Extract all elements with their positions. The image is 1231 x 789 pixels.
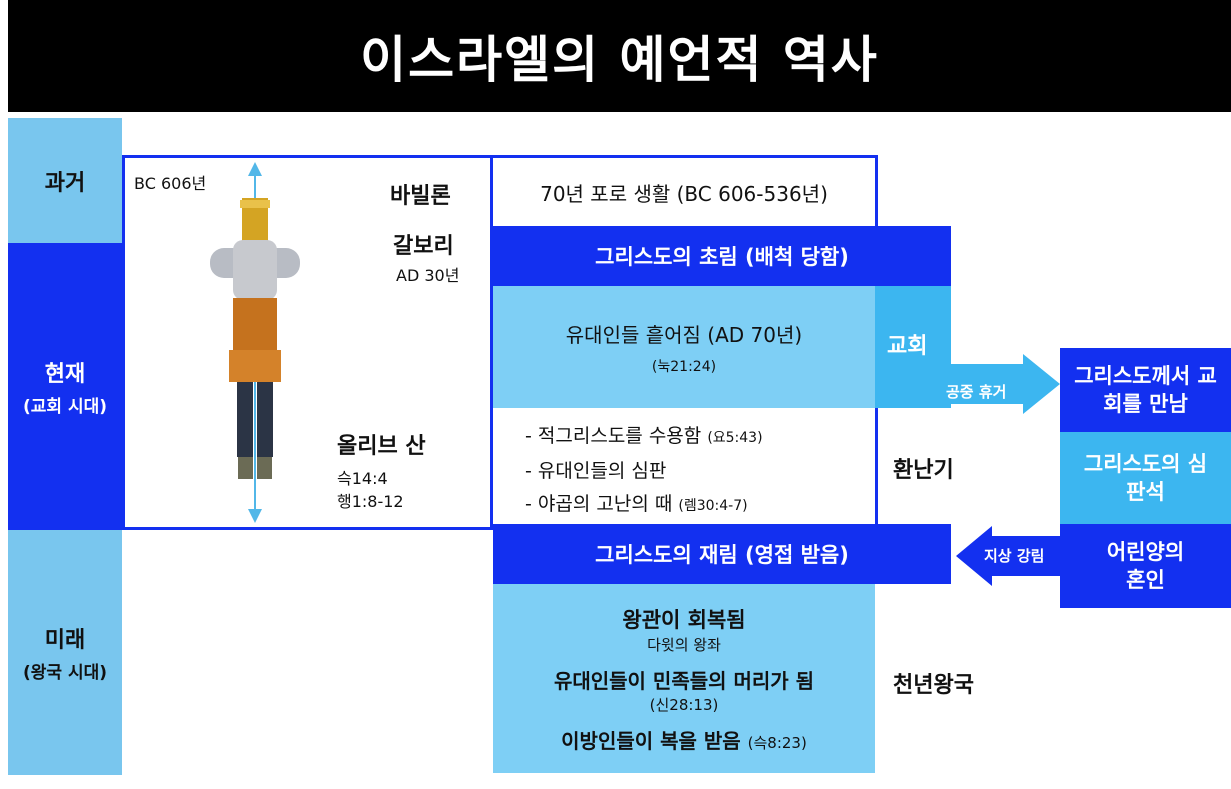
crown-sub: 다윗의 왕좌: [647, 635, 721, 654]
judgment-seat-block: 그리스도의 심판석: [1060, 432, 1231, 524]
era-past: 과거: [8, 118, 122, 243]
calvary-label: 갈보리: [393, 234, 454, 259]
head-text: 유대인들이 민족들의 머리가 됨: [553, 668, 815, 693]
era-future: 미래 (왕국 시대): [8, 530, 122, 775]
start-date: BC 606년: [134, 174, 207, 193]
timeline-divider: [490, 155, 493, 530]
olivet-label: 올리브 산: [337, 434, 426, 459]
statue-figure: [210, 162, 300, 523]
olivet-ref2: 행1:8-12: [337, 492, 404, 511]
calvary-date: AD 30년: [396, 266, 460, 285]
tribulation-item: - 적그리스도를 수용함 (요5:43): [525, 425, 763, 447]
church-label: 교회: [887, 334, 928, 359]
christ-meets-text: 그리스도께서 교회를 만남: [1074, 364, 1217, 416]
blessing-line: 이방인들이 복을 받음 (슥8:23): [561, 728, 807, 753]
captivity-text: 70년 포로 생활 (BC 606-536년): [540, 181, 828, 206]
earthly-return-arrow: [956, 526, 1060, 586]
title-bar: 이스라엘의 예언적 역사: [8, 0, 1231, 112]
judgment-seat-text: 그리스도의 심판석: [1083, 452, 1208, 504]
christ-meets-block: 그리스도께서 교회를 만남: [1060, 348, 1231, 432]
captivity-block: 70년 포로 생활 (BC 606-536년): [493, 158, 875, 226]
marriage-text: 어린양의 혼인: [1106, 540, 1185, 592]
millennium-label: 천년왕국: [893, 673, 974, 698]
era-past-label: 과거: [44, 170, 86, 196]
tribulation-label: 환난기: [893, 458, 954, 483]
babylon-label: 바빌론: [390, 184, 451, 209]
marriage-block: 어린양의 혼인: [1060, 524, 1231, 608]
era-future-label: 미래: [44, 628, 86, 653]
earthly-return-label: 지상 강림: [984, 547, 1045, 565]
rapture-arrow: [875, 354, 1060, 414]
era-present: 현재 (교회 시대): [8, 243, 122, 530]
olivet-ref1: 슥14:4: [337, 469, 388, 488]
dispersion-text: 유대인들 흩어짐 (AD 70년): [565, 322, 803, 347]
dispersion-block: 유대인들 흩어짐 (AD 70년) (눅21:24): [493, 286, 875, 408]
dispersion-ref: (눅21:24): [651, 358, 717, 375]
second-coming-text: 그리스도의 재림 (영접 받음): [595, 543, 849, 567]
first-coming-block: 그리스도의 초림 (배척 당함): [493, 226, 951, 286]
page-title: 이스라엘의 예언적 역사: [360, 31, 879, 89]
era-present-sub: (교회 시대): [22, 397, 108, 417]
second-coming-block: 그리스도의 재림 (영접 받음): [493, 524, 951, 584]
crown-text: 왕관이 회복됨: [622, 607, 746, 632]
tribulation-item: - 야곱의 고난의 때 (렘30:4-7): [525, 493, 748, 515]
rapture-label: 공중 휴거: [946, 383, 1007, 401]
tribulation-list: - 적그리스도를 수용함 (요5:43) - 유대인들의 심판 - 야곱의 고난…: [525, 420, 870, 523]
era-future-sub: (왕국 시대): [22, 663, 108, 683]
millennium-block: 왕관이 회복됨 다윗의 왕좌 유대인들이 민족들의 머리가 됨 (신28:13)…: [493, 584, 875, 773]
era-present-label: 현재: [44, 362, 86, 387]
first-coming-text: 그리스도의 초림 (배척 당함): [595, 245, 849, 269]
head-ref: (신28:13): [649, 695, 719, 714]
tribulation-item: - 유대인들의 심판: [525, 460, 667, 482]
